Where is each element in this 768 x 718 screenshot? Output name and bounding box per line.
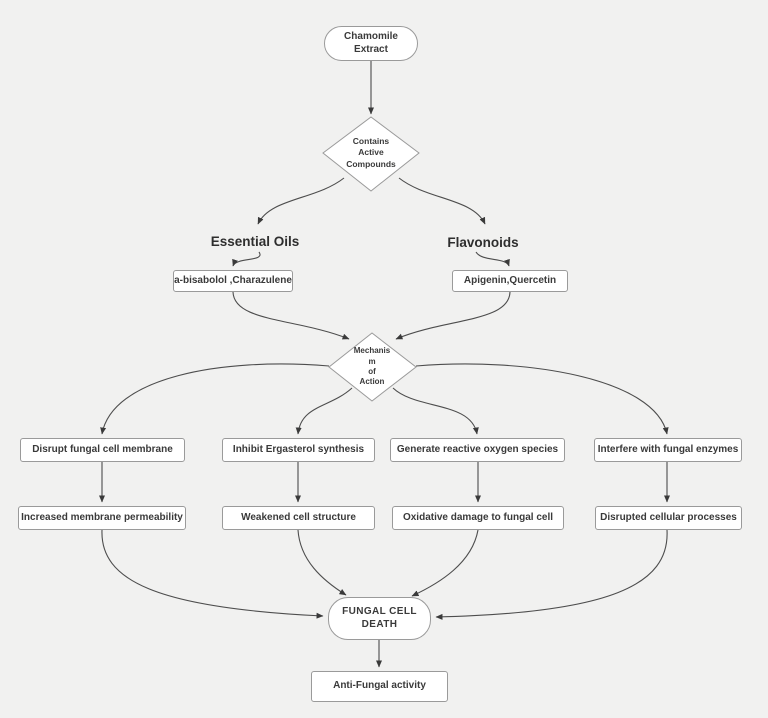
- node-interfere-with-fungal-enzymes: Interfere with fungal enzymes: [594, 438, 742, 462]
- edge-mechanism-to-interfere: [415, 363, 669, 435]
- edge-weakened-to-death: [297, 529, 347, 596]
- node-generate-reactive-oxygen-species: Generate reactive oxygen species: [390, 438, 565, 462]
- edge-mechanism-to-inhibit: [295, 387, 353, 435]
- node-fungal-cell-death: FUNGAL CELL DEATH: [328, 597, 431, 640]
- node-apigenin-quercetin: Apigenin,Quercetin: [452, 270, 568, 292]
- node-contains-active-compounds-diamond: [322, 116, 420, 192]
- edge-permeability-to-death: [101, 529, 324, 619]
- edge-mechanism-to-generate: [392, 387, 479, 435]
- node-inhibit-ergasterol-synthesis: Inhibit Ergasterol synthesis: [222, 438, 375, 462]
- node-disrupt-fungal-cell-membrane: Disrupt fungal cell membrane: [20, 438, 185, 462]
- node-bisabolol-charazulene: a-bisabolol ,Charazulene: [173, 270, 293, 292]
- edge-bisabolol-to-mechanism: [232, 291, 350, 340]
- node-anti-fungal-activity: Anti-Fungal activity: [311, 671, 448, 702]
- node-essential-oils: Essential Oils: [210, 233, 300, 249]
- edge-contains-to-flavonoids: [398, 177, 486, 225]
- node-disrupted-cellular-processes: Disrupted cellular processes: [595, 506, 742, 530]
- edge-contains-to-essential-oils: [257, 177, 345, 225]
- edge-mechanism-to-disrupt: [100, 363, 330, 435]
- edge-flavonoids-to-apigenin: [475, 251, 510, 267]
- edge-disrupted-to-death: [435, 529, 668, 620]
- node-oxidative-damage-to-fungal-cell: Oxidative damage to fungal cell: [392, 506, 564, 530]
- edge-essential-oils-to-bisabolol: [232, 251, 261, 267]
- node-increased-membrane-permeability: Increased membrane permeability: [18, 506, 186, 530]
- node-weakened-cell-structure: Weakened cell structure: [222, 506, 375, 530]
- node-mechanism-of-action-label: Mechanis m of Action: [353, 346, 391, 387]
- edge-oxidative-to-death: [411, 529, 479, 597]
- edge-apigenin-to-mechanism: [395, 291, 511, 340]
- node-mechanism-of-action-diamond: [328, 332, 417, 402]
- node-contains-active-compounds-label: Contains Active Compounds: [346, 136, 396, 169]
- node-chamomile-extract: Chamomile Extract: [324, 26, 418, 61]
- node-flavonoids: Flavonoids: [447, 234, 519, 250]
